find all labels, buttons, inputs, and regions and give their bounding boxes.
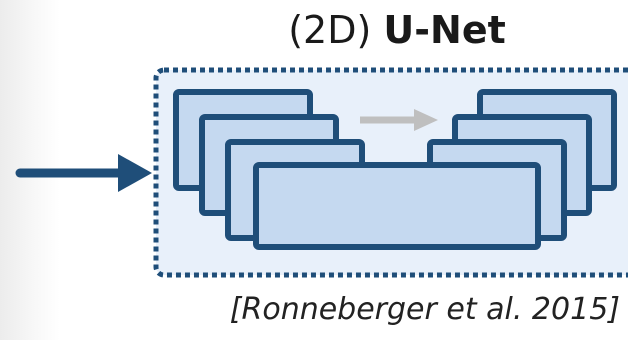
diagram-title: (2D) U-Net: [232, 6, 562, 54]
skip-connection-arrow-icon: [360, 109, 438, 131]
bottleneck-layer: [253, 162, 541, 250]
title-name: U-Net: [383, 8, 506, 52]
input-arrow-icon: [15, 154, 152, 192]
title-prefix: (2D): [288, 8, 372, 52]
citation-text: [Ronneberger et al. 2015]: [229, 292, 620, 327]
